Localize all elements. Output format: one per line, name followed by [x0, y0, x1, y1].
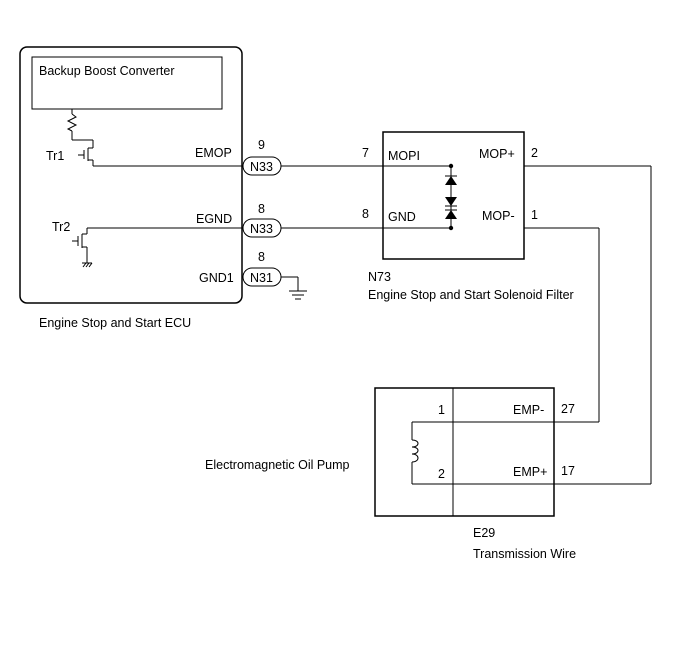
filter-name: Engine Stop and Start Solenoid Filter	[368, 288, 574, 302]
wire-pin-17-number: 17	[561, 464, 575, 478]
tr2-transistor	[72, 228, 93, 268]
pin-8-gnd1-name: GND1	[199, 271, 234, 285]
tr1-label: Tr1	[46, 149, 64, 163]
filter-pin-mopi: MOPI	[388, 149, 420, 163]
pin-8-egnd-name: EGND	[196, 212, 232, 226]
solenoid-filter-box	[382, 131, 525, 260]
ecu-box	[19, 46, 243, 304]
filter-pin-mop-plus: MOP+	[479, 147, 515, 161]
filter-pin-gnd: GND	[388, 210, 416, 224]
pin-9-number: 9	[258, 138, 265, 152]
pin-8-gnd1-number: 8	[258, 250, 265, 264]
oil-pump-box	[374, 387, 555, 517]
wire-name: Transmission Wire	[473, 547, 576, 561]
pump-inner-pin-2: 2	[438, 467, 445, 481]
filter-pin-1-number: 1	[531, 208, 538, 222]
wire-pin-emp-minus: EMP-	[513, 403, 544, 417]
connector-n33-egnd-label: N33	[250, 222, 273, 236]
resistor-symbol	[66, 113, 78, 132]
wire-pin-27-number: 27	[561, 402, 575, 416]
zener-diode-symbol	[445, 163, 457, 231]
backup-boost-converter-box	[31, 56, 223, 110]
connector-n31-gnd1-label: N31	[250, 271, 273, 285]
wire-pin-emp-plus: EMP+	[513, 465, 547, 479]
connector-n33-emop-label: N33	[250, 160, 273, 174]
pin-9-name: EMOP	[195, 146, 232, 160]
filter-pin-mop-minus: MOP-	[482, 209, 515, 223]
pump-name: Electromagnetic Oil Pump	[205, 458, 350, 472]
filter-code: N73	[368, 270, 391, 284]
pin-8-egnd-number: 8	[258, 202, 265, 216]
backup-boost-converter-label: Backup Boost Converter	[39, 64, 175, 78]
pump-inner-pin-1: 1	[438, 403, 445, 417]
wire-emop-pin-7: 7	[362, 146, 369, 160]
tr2-label: Tr2	[52, 220, 70, 234]
wire-egnd-pin-8: 8	[362, 207, 369, 221]
coil-icon	[411, 439, 419, 463]
filter-pin-2-number: 2	[531, 146, 538, 160]
tr1-transistor	[78, 140, 94, 166]
ground-icon	[281, 276, 307, 300]
wire-code: E29	[473, 526, 495, 540]
ecu-name: Engine Stop and Start ECU	[39, 316, 191, 330]
